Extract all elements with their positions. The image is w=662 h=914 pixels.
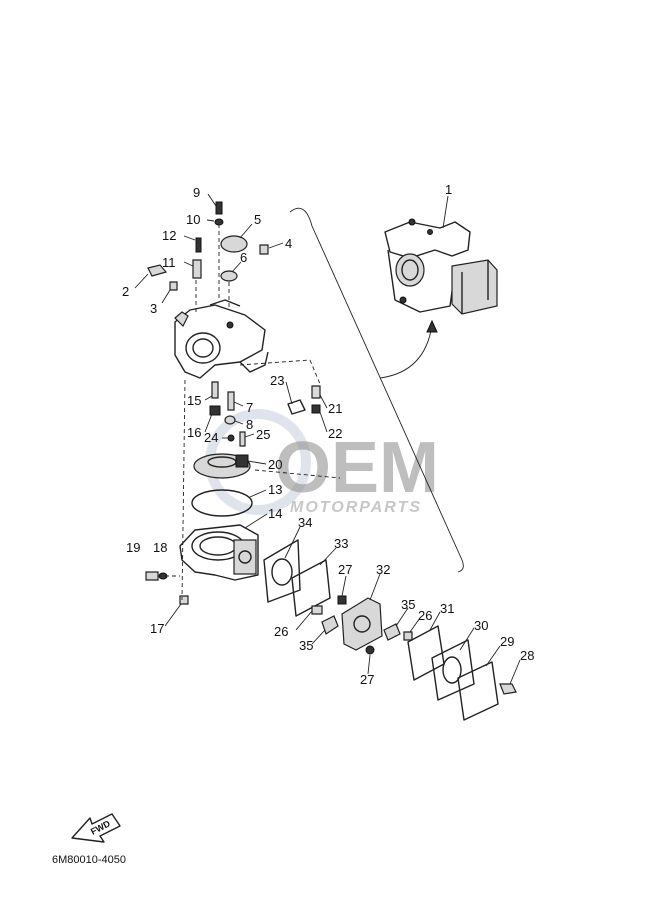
callout-1: 1 — [445, 182, 452, 197]
callout-29: 29 — [500, 634, 514, 649]
callout-27-bottom: 27 — [360, 672, 374, 687]
assembled-carburetor — [384, 195, 498, 315]
callout-18: 18 — [153, 540, 167, 555]
callout-17: 17 — [150, 621, 164, 636]
callout-15: 15 — [187, 393, 201, 408]
callout-31: 31 — [440, 601, 454, 616]
callout-35-left: 35 — [299, 638, 313, 653]
callout-2: 2 — [122, 284, 129, 299]
callout-16: 16 — [187, 425, 201, 440]
callout-10: 10 — [186, 212, 200, 227]
callout-9: 9 — [193, 185, 200, 200]
alignment-lines — [158, 224, 341, 601]
callout-26-left: 26 — [274, 624, 288, 639]
fwd-arrow: FWD — [71, 813, 121, 843]
callout-32: 32 — [376, 562, 390, 577]
group-bracket — [289, 207, 464, 573]
callout-12: 12 — [162, 228, 176, 243]
float — [193, 453, 251, 479]
callout-34: 34 — [298, 515, 312, 530]
callout-14: 14 — [268, 506, 282, 521]
callout-26-right: 26 — [418, 608, 432, 623]
fuel-pump — [263, 539, 517, 721]
fwd-label: FWD — [89, 818, 112, 837]
callout-6: 6 — [240, 250, 247, 265]
watermark-logo: OEM — [275, 428, 439, 508]
callout-11: 11 — [162, 255, 176, 270]
leader-lines — [134, 193, 521, 685]
carburetor-body — [174, 299, 269, 379]
callout-28: 28 — [520, 648, 534, 663]
callout-23: 23 — [270, 373, 284, 388]
small-parts — [145, 201, 321, 605]
watermark: OEM MOTORPARTS — [205, 409, 439, 516]
callout-19: 19 — [126, 540, 140, 555]
callout-24: 24 — [204, 430, 218, 445]
callout-3: 3 — [150, 301, 157, 316]
callout-20: 20 — [268, 457, 282, 472]
float-bowl — [179, 524, 259, 581]
callout-5: 5 — [254, 212, 261, 227]
callout-8: 8 — [246, 417, 253, 432]
assembly-arrow — [379, 324, 433, 379]
callout-13: 13 — [268, 482, 282, 497]
callouts: 1 2 3 4 5 6 7 8 9 10 11 12 13 14 15 16 1… — [122, 182, 534, 687]
callout-30: 30 — [474, 618, 488, 633]
callout-27-top: 27 — [338, 562, 352, 577]
callout-4: 4 — [285, 236, 292, 251]
watermark-subtitle: MOTORPARTS — [290, 499, 422, 516]
callout-7: 7 — [246, 400, 253, 415]
callout-21: 21 — [328, 401, 342, 416]
o-ring — [191, 489, 253, 517]
callout-33: 33 — [334, 536, 348, 551]
callout-25: 25 — [256, 427, 270, 442]
callout-35-right: 35 — [401, 597, 415, 612]
part-code: 6M80010-4050 — [52, 854, 126, 866]
callout-22: 22 — [328, 426, 342, 441]
